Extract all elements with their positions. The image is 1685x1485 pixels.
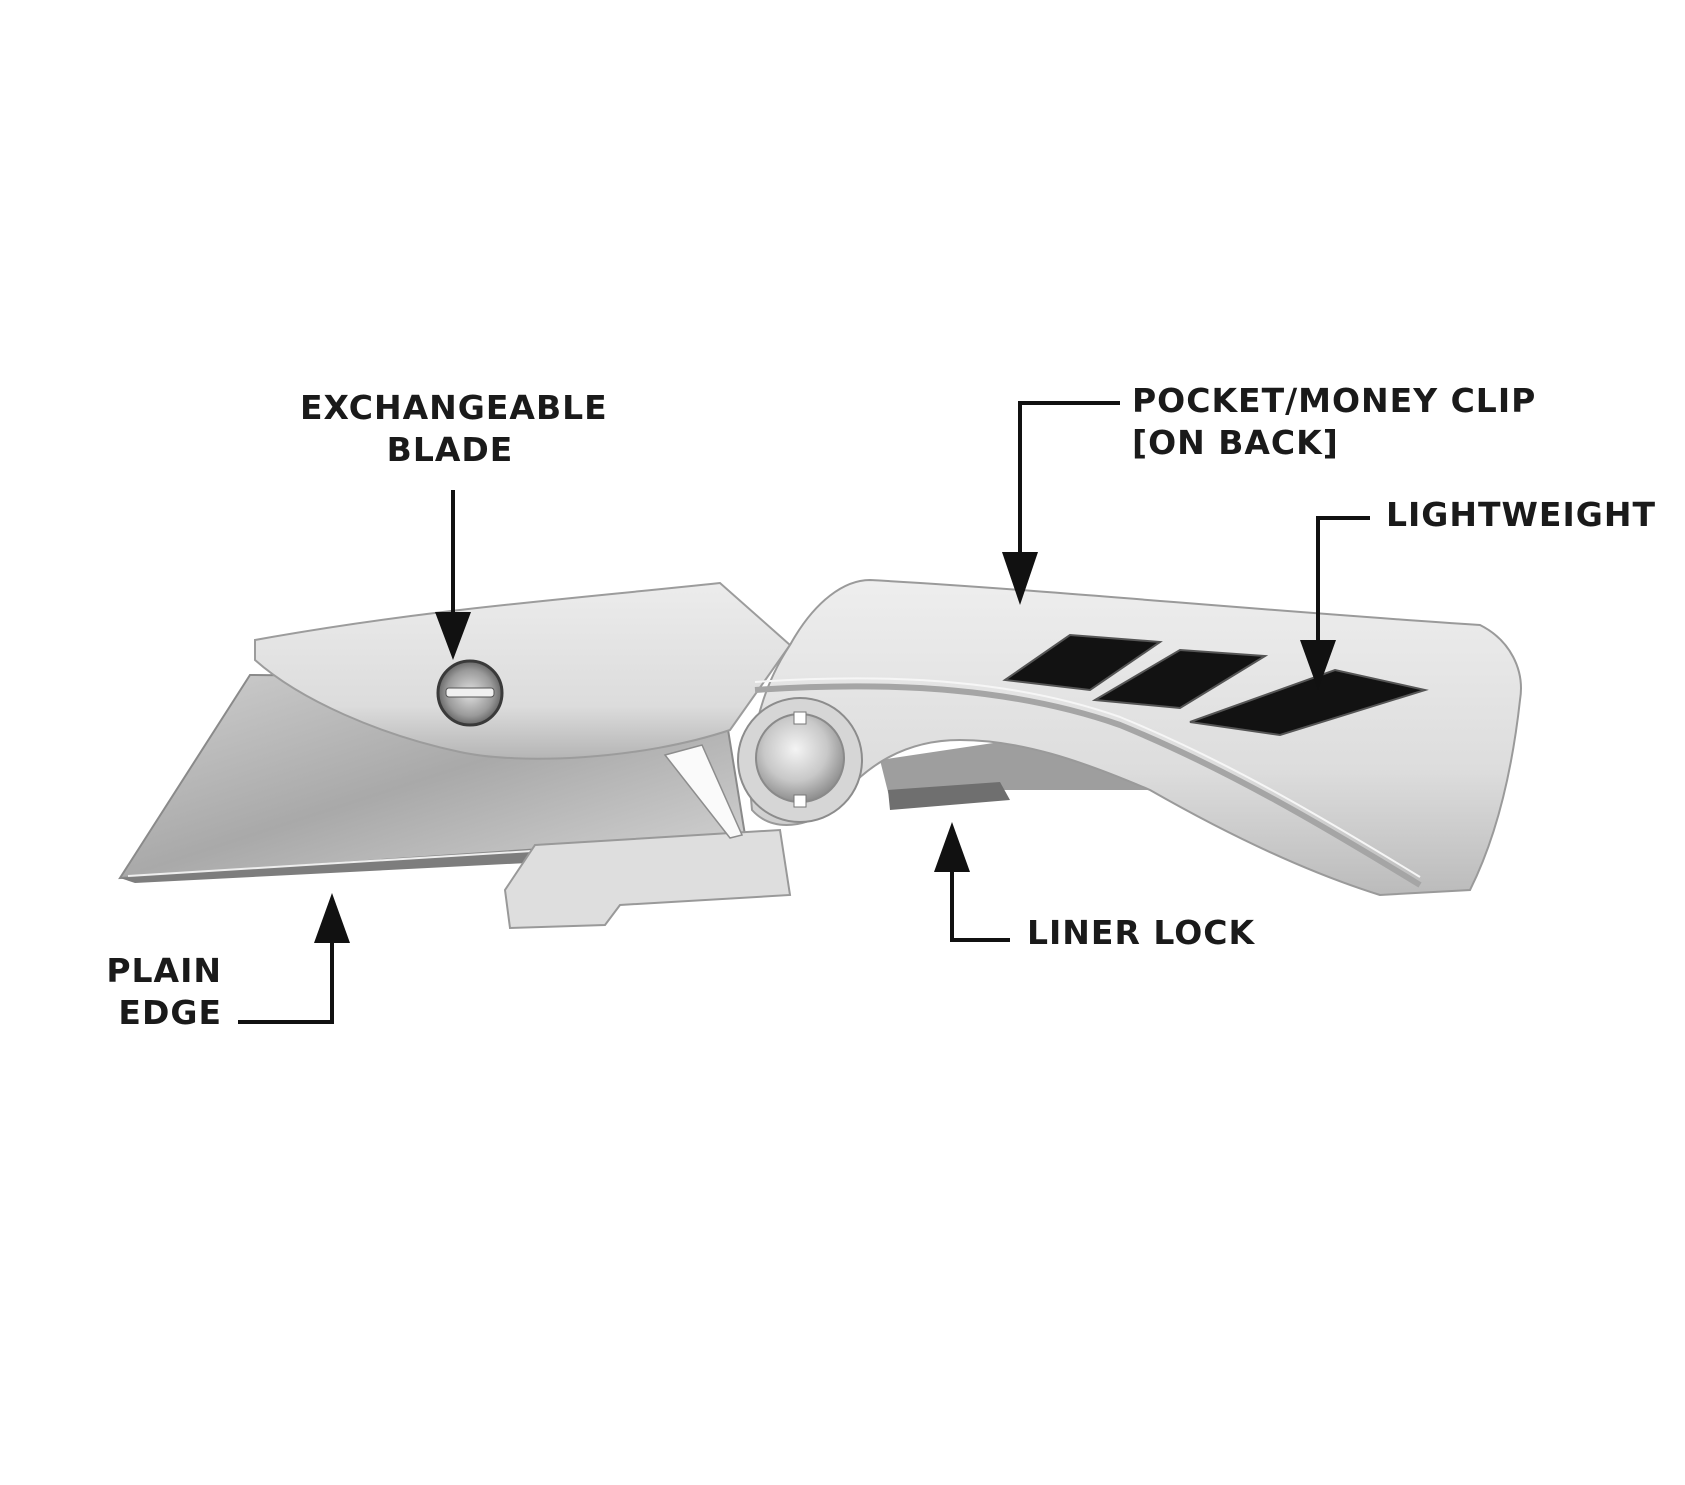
callout-text: LIGHTWEIGHT (1386, 495, 1656, 534)
callout-line-lightweight (1316, 516, 1370, 648)
callout-line-pocket-clip (1018, 401, 1120, 555)
pivot-screw (755, 713, 845, 803)
blade-holder-jaw (503, 828, 792, 930)
callout-lightweight: LIGHTWEIGHT (1386, 494, 1656, 536)
arrowhead-exchangeable-blade (435, 612, 471, 660)
pivot-notch-bottom (793, 794, 807, 808)
callout-line-plain-edge (238, 935, 334, 1024)
callout-plain-edge: PLAIN EDGE (100, 950, 222, 1034)
handle-cutout (1091, 648, 1269, 710)
callout-text: EXCHANGEABLE (300, 388, 608, 427)
callout-text: POCKET/MONEY CLIP (1132, 381, 1537, 420)
callout-text: PLAIN (106, 951, 222, 990)
liner-lock-shadow (888, 782, 1010, 810)
blade-screw-slot (445, 687, 495, 698)
callout-text: [ON BACK] (1132, 423, 1339, 462)
callout-text: EDGE (118, 993, 222, 1032)
arrowhead-lightweight (1300, 640, 1336, 690)
callout-text: BLADE (386, 430, 514, 469)
callout-text: LINER LOCK (1027, 913, 1256, 952)
handle-contour (754, 683, 1422, 888)
handle-cutout (1002, 633, 1163, 692)
callout-pocket-clip: POCKET/MONEY CLIP [ON BACK] (1132, 380, 1536, 464)
blade-cap-edge (663, 744, 744, 839)
pivot-notch-top (793, 711, 807, 725)
arrowhead-pocket-clip (1002, 552, 1038, 605)
arrowhead-liner-lock (934, 822, 970, 872)
handle-cutout (1189, 668, 1429, 737)
arrowhead-plain-edge (314, 893, 350, 943)
handle-contour-highlight (754, 677, 1421, 878)
blade-cap (254, 581, 792, 760)
callout-liner-lock: LINER LOCK (1027, 912, 1255, 954)
knife-handle (749, 578, 1522, 897)
callout-exchangeable-blade: EXCHANGEABLE BLADE (300, 387, 608, 471)
callout-line-liner-lock (950, 863, 1010, 942)
